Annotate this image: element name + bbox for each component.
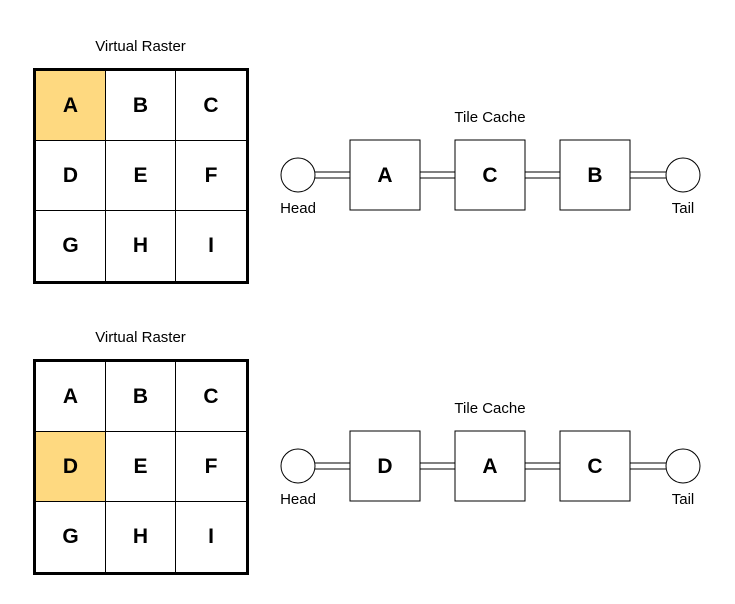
cache-title: Tile Cache [454, 400, 526, 417]
raster-cell: G [36, 211, 106, 281]
cache-node-box [349, 139, 421, 211]
raster-cell: I [208, 234, 214, 257]
cache-node-label: B [587, 164, 602, 187]
raster-cell: D [36, 141, 106, 211]
tail-node-icon [665, 157, 701, 193]
tile-cache-list: D A C Head Tail [280, 430, 701, 508]
virtual-raster-grid: A B C D E F G H I [33, 359, 249, 575]
raster-cell-highlighted: A [36, 71, 106, 141]
raster-cell: A [36, 362, 106, 432]
cache-title: Tile Cache [454, 109, 526, 126]
raster-cell: B [106, 71, 176, 141]
cache-node-label: A [377, 164, 392, 187]
panel-1: Virtual Raster A B C D E F G H I Tile Ca… [0, 0, 735, 300]
raster-title: Virtual Raster [95, 38, 186, 55]
head-label: Head [280, 200, 316, 217]
cache-node-box [559, 139, 631, 211]
tail-label: Tail [672, 491, 695, 508]
cache-node-box [349, 430, 421, 502]
cache-node-label: C [482, 164, 497, 187]
raster-cell: H [106, 211, 176, 281]
raster-cell: H [106, 502, 176, 572]
raster-cell: C [176, 71, 246, 141]
raster-cell: E [106, 432, 176, 502]
cache-node-label: D [377, 455, 392, 478]
raster-cell: I [208, 525, 214, 548]
head-node-icon [280, 448, 316, 484]
tile-cache-list: A C B Head Tail [280, 139, 701, 217]
tail-label: Tail [672, 200, 695, 217]
virtual-raster-grid: A B C D E F G H I [33, 68, 249, 284]
raster-cell: F [176, 141, 246, 211]
cache-node-label: C [587, 455, 602, 478]
raster-cell: F [176, 432, 246, 502]
raster-cell: B [106, 362, 176, 432]
cache-node-box [454, 139, 526, 211]
tail-node-icon [665, 448, 701, 484]
raster-cell: E [106, 141, 176, 211]
raster-cell-highlighted: D [36, 432, 106, 502]
raster-title: Virtual Raster [95, 329, 186, 346]
head-node-icon [280, 157, 316, 193]
raster-cell: C [176, 362, 246, 432]
cache-node-box [454, 430, 526, 502]
cache-node-box [559, 430, 631, 502]
cache-node-label: A [482, 455, 497, 478]
panel-2: Virtual Raster A B C D E F G H I Tile Ca… [0, 291, 735, 591]
head-label: Head [280, 491, 316, 508]
raster-cell: G [36, 502, 106, 572]
